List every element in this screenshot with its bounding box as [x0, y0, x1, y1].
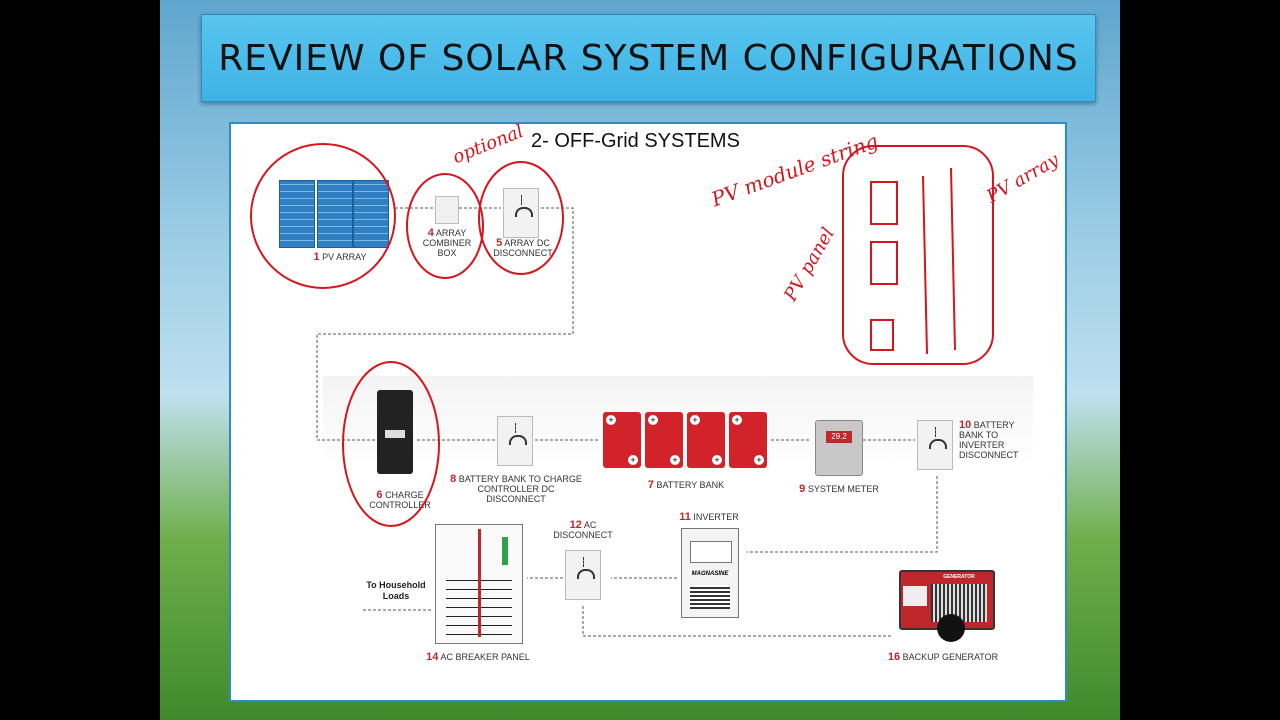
- section-title: 2- OFF-Grid SYSTEMS: [531, 130, 740, 152]
- battery-1: [603, 412, 641, 468]
- label-array-dc-disconnect: 5 ARRAY DC DISCONNECT: [493, 237, 553, 259]
- label-bb-cc-disconnect: 8 BATTERY BANK TO CHARGE CONTROLLER DC D…: [450, 473, 582, 505]
- label-bb-inverter-disconnect: 10 BATTERY BANK TO INVERTER DISCONNECT: [959, 419, 1019, 461]
- system-meter: 29.2: [815, 420, 863, 476]
- sketch-module-2: [870, 241, 898, 285]
- label-pv-array: 1 PV ARRAY: [313, 251, 367, 263]
- generator-wheel: [937, 614, 965, 642]
- battery-2: [645, 412, 683, 468]
- battery-4: [729, 412, 767, 468]
- wiring-and-annotations: [250, 143, 994, 637]
- generator-tag: GENERATOR: [943, 574, 975, 580]
- inverter-brand: MAGNASINE: [691, 571, 729, 577]
- battery-3: [687, 412, 725, 468]
- label-inverter: 11 INVERTER: [679, 511, 739, 523]
- slide: REVIEW OF SOLAR SYSTEM CONFIGURATIONS 2-…: [160, 0, 1120, 720]
- ac-disconnect: [565, 550, 601, 600]
- label-combiner-box: 4 ARRAY COMBINER BOX: [422, 227, 472, 259]
- bus-bar: [478, 529, 481, 637]
- inverter: MAGNASINE: [681, 528, 739, 618]
- title-bar: REVIEW OF SOLAR SYSTEM CONFIGURATIONS: [201, 14, 1096, 102]
- circle-charge-controller: [342, 361, 440, 527]
- inverter-display: [690, 541, 732, 563]
- circle-combiner: [406, 173, 484, 279]
- ac-breaker-panel: [435, 524, 523, 644]
- handwritten-circles: [250, 143, 994, 527]
- pv-panel-1: [279, 180, 315, 248]
- label-ac-breaker-panel: 14 AC BREAKER PANEL: [426, 651, 530, 663]
- off-grid-diagram: 2- OFF-Grid SYSTEMS 1 PV ARRAY 4 ARRAY C…: [229, 121, 1067, 702]
- inverter-vents: [690, 585, 730, 609]
- sketch-module-3: [870, 319, 894, 351]
- generator-control: [903, 586, 927, 606]
- label-backup-generator: 16 BACKUP GENERATOR: [887, 651, 999, 663]
- pv-panel-2: [317, 180, 353, 248]
- pv-panel-3: [353, 180, 389, 248]
- label-battery-bank: 7 BATTERY BANK: [647, 479, 725, 491]
- sketch-strings: [922, 167, 956, 355]
- wiring-lines: [316, 207, 938, 637]
- combiner-box: [435, 196, 459, 224]
- circle-dc-disconnect: [478, 161, 564, 275]
- circle-pv-array: [250, 143, 396, 289]
- sketch-module-1: [870, 181, 898, 225]
- array-dc-disconnect: [503, 188, 539, 238]
- controller-screen: [385, 430, 405, 438]
- sketch-array-outline: [842, 145, 994, 365]
- household-loads-label: To Household Loads: [366, 580, 426, 601]
- charge-controller: [377, 390, 413, 474]
- battery-charge-controller-disconnect: [497, 416, 533, 466]
- label-system-meter: 9 SYSTEM METER: [799, 483, 879, 495]
- battery-inverter-disconnect: [917, 420, 953, 470]
- label-charge-controller: 6 CHARGE CONTROLLER: [369, 489, 431, 511]
- meter-display: 29.2: [826, 431, 852, 443]
- ground-bar: [502, 537, 508, 565]
- label-ac-disconnect: 12 AC DISCONNECT: [553, 519, 613, 541]
- slide-title: REVIEW OF SOLAR SYSTEM CONFIGURATIONS: [218, 37, 1079, 79]
